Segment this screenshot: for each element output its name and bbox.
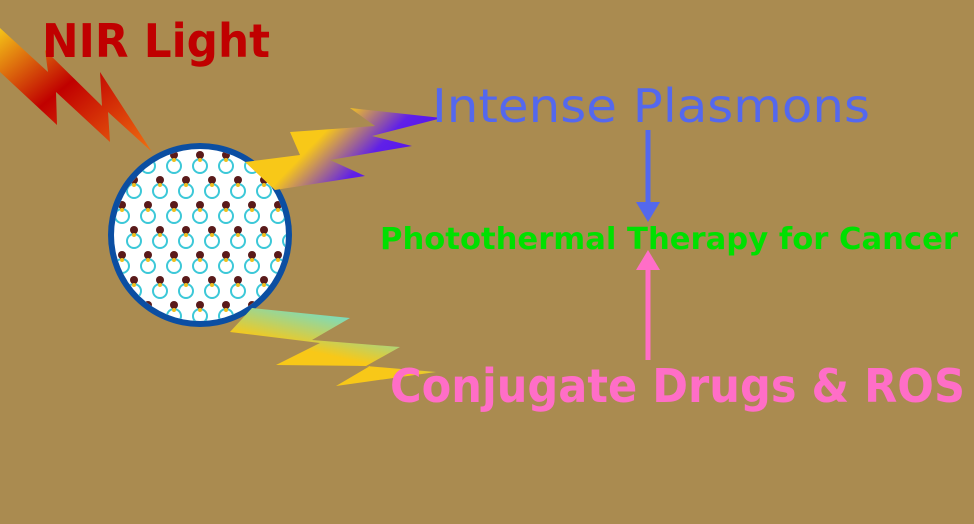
gold-atom (196, 251, 204, 259)
gold-atom (156, 276, 164, 284)
sulfur-atom (132, 233, 136, 237)
gold-atom (208, 276, 216, 284)
gold-atom (260, 226, 268, 234)
sulfur-atom (172, 258, 176, 262)
sulfur-atom (172, 208, 176, 212)
sulfur-atom (184, 233, 188, 237)
molecule-ring (114, 308, 130, 321)
intense-plasmons-label: Intense Plasmons (432, 79, 870, 133)
sulfur-atom (288, 283, 292, 287)
conjugate-drugs-label: Conjugate Drugs & ROS (390, 359, 965, 413)
gold-atom (182, 176, 190, 184)
gold-atom (208, 176, 216, 184)
gold-atom (234, 176, 242, 184)
gold-atom (222, 251, 230, 259)
sulfur-atom (224, 258, 228, 262)
gold-atom (274, 301, 282, 309)
arrow-drugs-to-therapy (636, 250, 660, 360)
sulfur-atom (210, 283, 214, 287)
photothermal-therapy-label: Photothermal Therapy for Cancer (380, 222, 958, 257)
sulfur-atom (276, 258, 280, 262)
sulfur-atom (236, 233, 240, 237)
gold-atom (170, 251, 178, 259)
gold-atom (118, 301, 126, 309)
gold-atom (144, 251, 152, 259)
sulfur-atom (262, 233, 266, 237)
sulfur-atom (120, 158, 124, 162)
gold-atom (196, 301, 204, 309)
gold-atom (130, 226, 138, 234)
gold-atom (196, 201, 204, 209)
sulfur-atom (198, 308, 202, 312)
sulfur-atom (224, 158, 228, 162)
sulfur-atom (184, 183, 188, 187)
gold-atom (222, 201, 230, 209)
gold-atom (156, 226, 164, 234)
sulfur-atom (146, 208, 150, 212)
sulfur-atom (198, 158, 202, 162)
gold-atom (248, 251, 256, 259)
nir-light-label: NIR Light (42, 14, 270, 68)
gold-atom (208, 226, 216, 234)
sulfur-atom (158, 183, 162, 187)
gold-atom (170, 201, 178, 209)
sulfur-atom (210, 183, 214, 187)
molecule-ring (114, 158, 130, 174)
sulfur-atom (132, 183, 136, 187)
gold-atom (130, 276, 138, 284)
sulfur-atom (250, 208, 254, 212)
nanoparticle (108, 143, 294, 327)
gold-atom (222, 301, 230, 309)
gold-atom (170, 301, 178, 309)
gold-atom (156, 176, 164, 184)
sulfur-atom (224, 308, 228, 312)
molecule-ring (282, 233, 286, 249)
gold-atom (234, 276, 242, 284)
gold-atom (234, 226, 242, 234)
sulfur-atom (158, 233, 162, 237)
nir-lightning-bolt (0, 28, 152, 152)
sulfur-atom (262, 283, 266, 287)
plasmon-lightning-bolt (245, 108, 442, 190)
gold-atom (118, 151, 126, 159)
sulfur-atom (236, 283, 240, 287)
molecule-ring (282, 283, 286, 299)
sulfur-atom (262, 183, 266, 187)
sulfur-atom (120, 258, 124, 262)
sulfur-atom (184, 283, 188, 287)
gold-atom (286, 276, 294, 284)
sulfur-atom (120, 308, 124, 312)
sulfur-atom (198, 258, 202, 262)
sulfur-atom (172, 308, 176, 312)
sulfur-atom (158, 283, 162, 287)
sulfur-atom (210, 233, 214, 237)
sulfur-atom (250, 258, 254, 262)
sulfur-atom (276, 208, 280, 212)
gold-atom (260, 276, 268, 284)
sulfur-atom (224, 208, 228, 212)
gold-atom (144, 201, 152, 209)
gold-atom (182, 276, 190, 284)
gold-atom (182, 226, 190, 234)
drug-lightning-bolt (230, 308, 436, 386)
sulfur-atom (198, 208, 202, 212)
sulfur-atom (236, 183, 240, 187)
gold-atom (274, 251, 282, 259)
sulfur-atom (146, 258, 150, 262)
sulfur-atom (172, 158, 176, 162)
arrow-plasmons-to-therapy (636, 130, 660, 222)
gold-atom (248, 201, 256, 209)
gold-atom (196, 151, 204, 159)
sulfur-atom (132, 283, 136, 287)
sulfur-atom (120, 208, 124, 212)
gold-atom (118, 251, 126, 259)
